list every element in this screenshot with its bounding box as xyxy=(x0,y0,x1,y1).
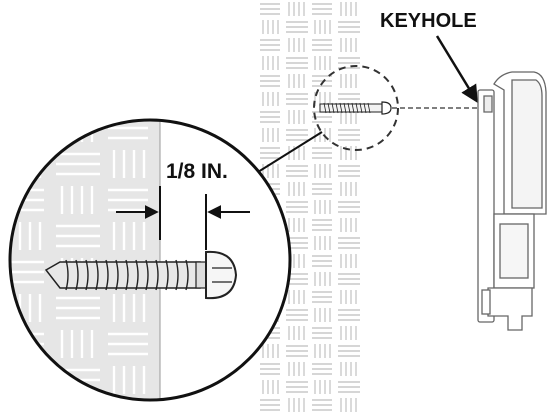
callout-connector xyxy=(257,131,323,173)
device-housing-icon xyxy=(477,71,547,331)
keyhole-label: KEYHOLE xyxy=(380,10,477,32)
clearance-label: 1/8 IN. xyxy=(166,160,228,183)
detail-callout-circle xyxy=(313,65,399,151)
magnifier-circle: 1/8 IN. xyxy=(8,118,292,402)
screw-enlarged-icon xyxy=(44,250,238,300)
keyhole-arrow xyxy=(435,35,478,103)
screw-icon xyxy=(319,101,392,115)
